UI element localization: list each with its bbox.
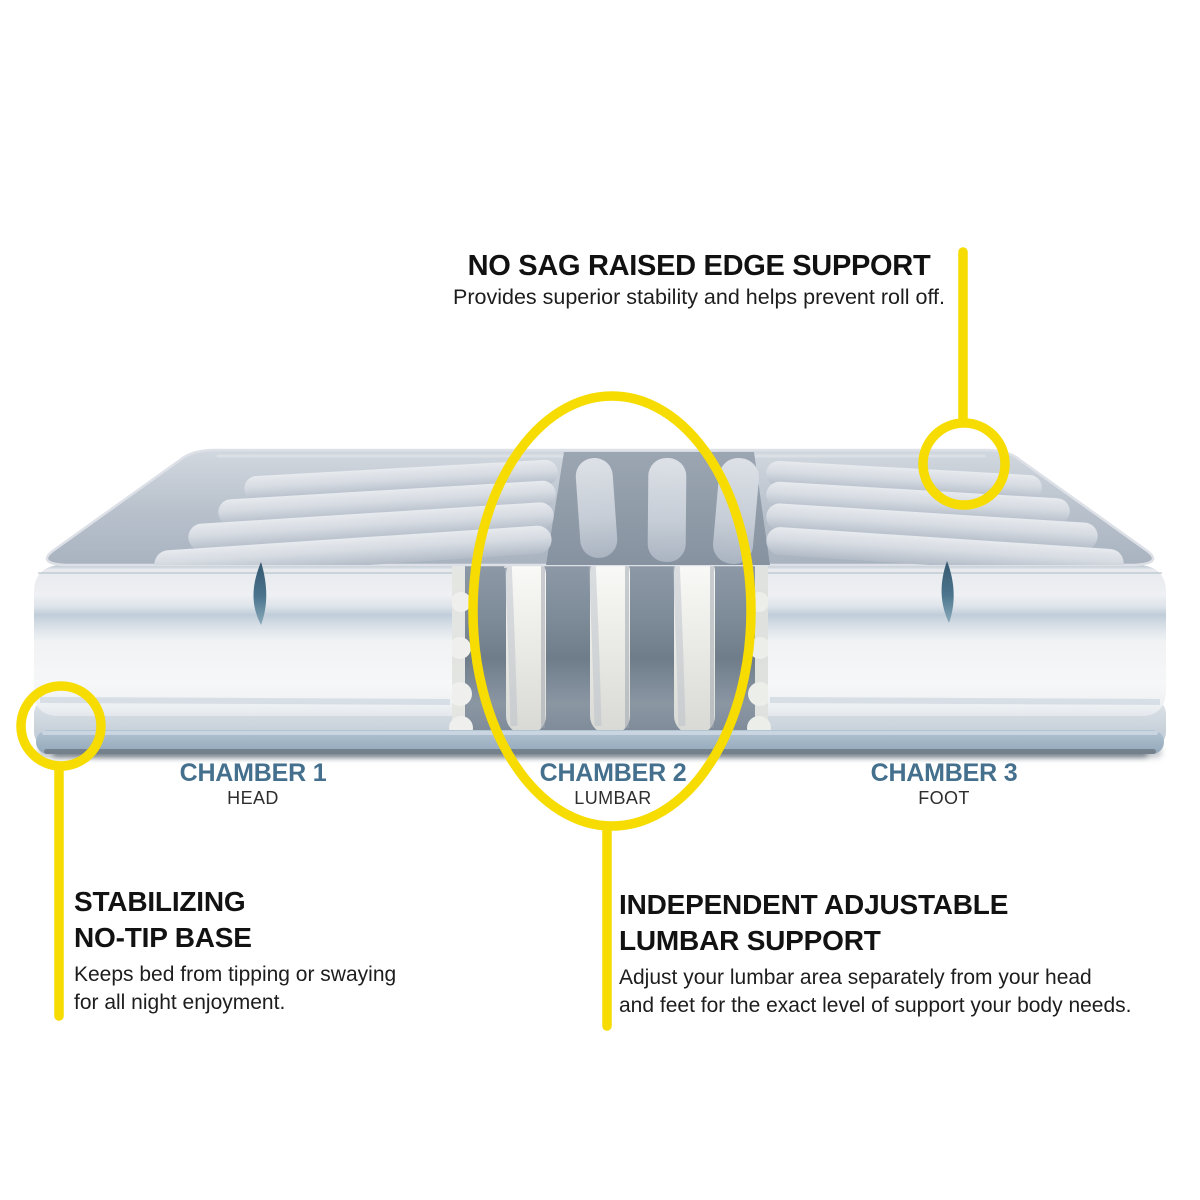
callout-circle-edge [918, 418, 1010, 510]
chamber-3-label: CHAMBER 3 FOOT [871, 760, 1018, 810]
lumbar-support-title-line2: LUMBAR SUPPORT [619, 925, 881, 956]
callout-overlays [16, 247, 1010, 1031]
chamber-2-name: CHAMBER 2 [539, 759, 687, 787]
mattress-top [45, 448, 1155, 567]
chamber-3-name: CHAMBER 3 [870, 759, 1018, 787]
vent-mark-right [941, 561, 954, 623]
stabilizing-base-title-line2: NO-TIP BASE [74, 922, 252, 953]
edge-support-title: NO SAG RAISED EDGE SUPPORT [467, 250, 931, 282]
edge-support-description: Provides superior stability and helps pr… [453, 285, 945, 309]
lumbar-support-title-line1: INDEPENDENT ADJUSTABLE [619, 889, 1009, 920]
lumbar-ibeam-slats [504, 542, 720, 734]
foot-chamber-tubes [766, 460, 1124, 565]
stabilizing-base-description-line2: for all night enjoyment. [74, 991, 286, 1014]
callout-ellipse-lumbar [468, 391, 756, 831]
vent-marks [253, 561, 954, 625]
chamber-3-sublabel: FOOT [918, 788, 970, 808]
lumbar-support-description-line2: and feet for the exact level of support … [619, 994, 1132, 1017]
chamber-1-name: CHAMBER 1 [179, 759, 327, 787]
stabilizing-base-title-line1: STABILIZING [74, 886, 246, 917]
lumbar-support-callout: INDEPENDENT ADJUSTABLE LUMBAR SUPPORT Ad… [619, 887, 1179, 1020]
chamber-2-sublabel: LUMBAR [574, 788, 652, 808]
mattress-front [34, 565, 1166, 716]
lumbar-support-description-line1: Adjust your lumbar area separately from … [619, 966, 1092, 989]
edge-support-callout: NO SAG RAISED EDGE SUPPORT Provides supe… [437, 250, 961, 310]
stabilizing-base-description-line1: Keeps bed from tipping or swaying [74, 963, 397, 986]
chamber-2-label: CHAMBER 2 LUMBAR [540, 760, 687, 810]
vent-mark-left [253, 562, 267, 625]
chamber-1-label: CHAMBER 1 HEAD [180, 760, 327, 810]
head-chamber-tubes [154, 459, 558, 565]
base-bottom-strip [36, 730, 1164, 754]
lumbar-cutaway [448, 542, 772, 740]
chamber-1-sublabel: HEAD [227, 788, 279, 808]
stabilizing-base-callout: STABILIZING NO-TIP BASE Keeps bed from t… [74, 884, 504, 1017]
